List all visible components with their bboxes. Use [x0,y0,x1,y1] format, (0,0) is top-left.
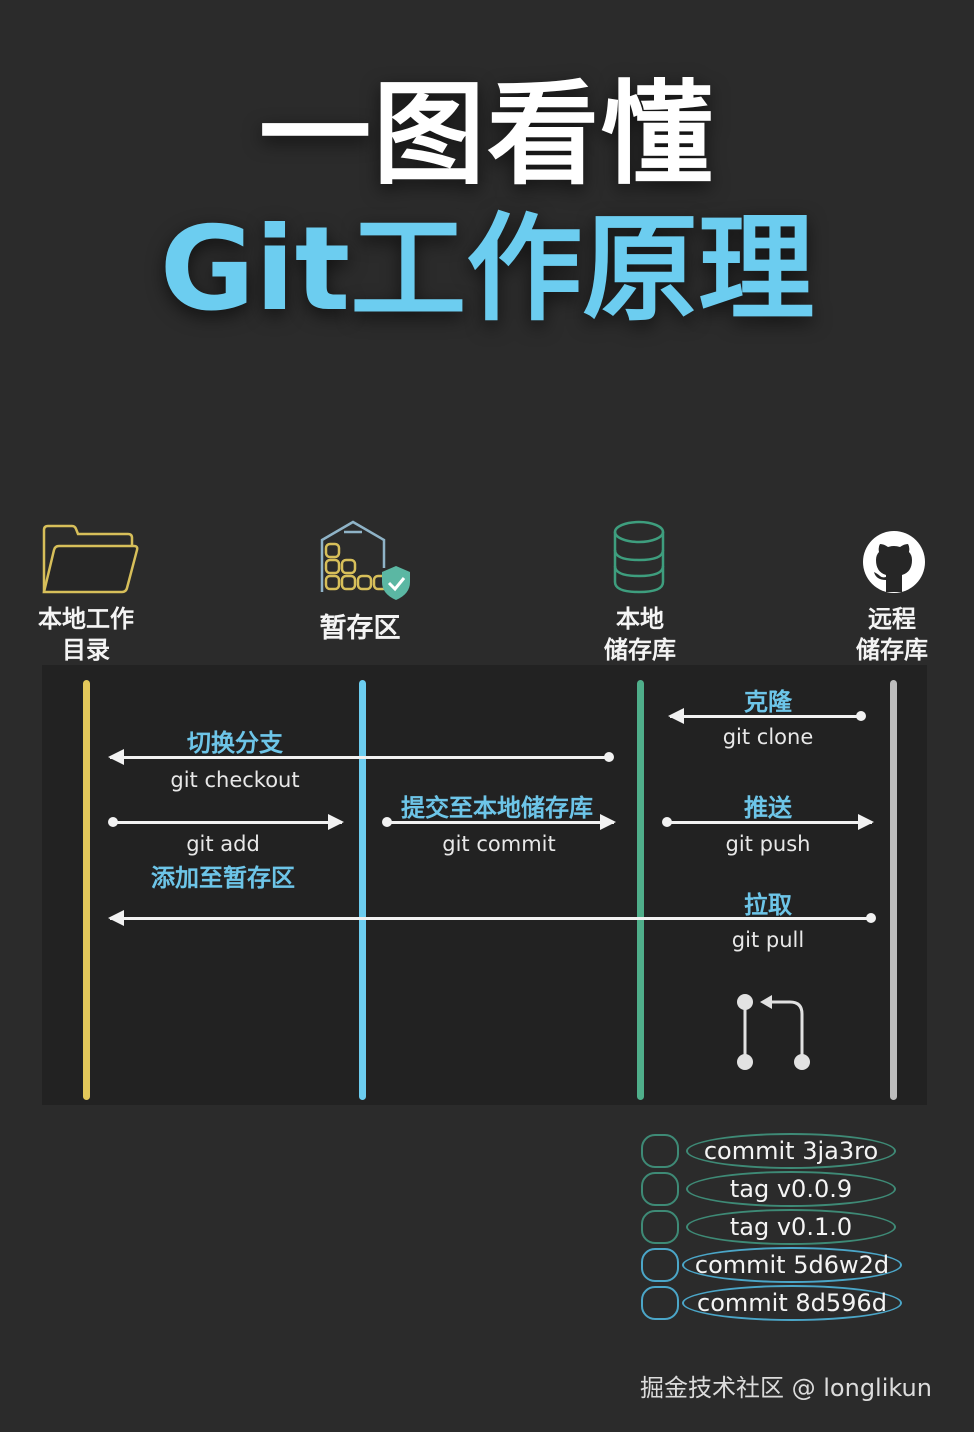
title-line-1: 一图看懂 [259,70,715,200]
arrow-origin-dot [604,752,614,762]
history-marker [641,1248,679,1282]
footer-credit: 掘金技术社区 @ longlikun [640,1374,932,1402]
lane-label-line: 储存库 [604,636,676,664]
lane-label-remote: 远程 储存库 [832,604,952,666]
op-push-cmd: git push [725,832,811,856]
arrowhead-icon [858,814,874,830]
lane-line-workdir [83,680,90,1100]
arrow-origin-dot [866,913,876,923]
lane-label-line: 本地工作 [38,605,134,633]
github-icon [863,531,925,593]
op-commit-cmd: git commit [442,832,556,856]
lane-label-line: 暂存区 [319,613,401,644]
arrow-add [108,814,344,830]
staging-warehouse-icon [320,520,410,600]
arrowhead-icon [108,749,124,765]
history-item: commit 3ja3ro [686,1133,896,1169]
arrow-origin-dot [382,817,392,827]
op-pull-cmd: git pull [731,928,805,952]
lane-label-stage: 暂存区 [298,613,422,644]
op-add-zh: 添加至暂存区 [151,864,295,892]
op-pull-zh: 拉取 [744,891,792,919]
history-marker [641,1134,679,1168]
history-item: commit 5d6w2d [682,1247,902,1283]
lane-line-remote [890,680,897,1100]
lane-label-workdir: 本地工作 目录 [20,604,152,666]
arrow-push [662,814,874,830]
arrowhead-icon [668,708,684,724]
arrow-origin-dot [856,711,866,721]
history-item: tag v0.1.0 [686,1209,896,1245]
op-commit-zh: 提交至本地储存库 [401,794,593,822]
history-item: commit 8d596d [682,1285,902,1321]
op-clone-cmd: git clone [722,725,814,749]
history-marker [641,1286,679,1320]
op-clone-zh: 克隆 [744,688,792,716]
lane-label-line: 本地 [616,605,664,633]
lane-label-line: 远程 [868,605,916,633]
lane-label-local: 本地 储存库 [580,604,700,666]
op-add-cmd: git add [186,832,260,856]
lane-line-local [637,680,644,1100]
folder-icon [42,524,139,594]
op-checkout-zh: 切换分支 [187,729,283,757]
arrow-pull [108,910,876,926]
database-icon [613,520,665,594]
title-line-2: Git工作原理 [159,202,815,337]
arrow-origin-dot [662,817,672,827]
arrow-clone [668,708,866,724]
history-item: tag v0.0.9 [686,1171,896,1207]
arrowhead-icon [328,814,344,830]
arrowhead-icon [108,910,124,926]
op-push-zh: 推送 [744,794,792,822]
arrow-checkout [108,749,614,765]
op-checkout-cmd: git checkout [170,768,300,792]
lane-line-stage [359,680,366,1100]
history-marker [641,1172,679,1206]
merge-request-icon [737,994,810,1070]
lane-label-line: 储存库 [856,636,928,664]
lane-label-line: 目录 [62,636,110,664]
history-marker [641,1210,679,1244]
arrow-origin-dot [108,817,118,827]
diagram-panel [42,665,927,1105]
arrowhead-icon [600,814,616,830]
arrow-commit [382,814,616,830]
